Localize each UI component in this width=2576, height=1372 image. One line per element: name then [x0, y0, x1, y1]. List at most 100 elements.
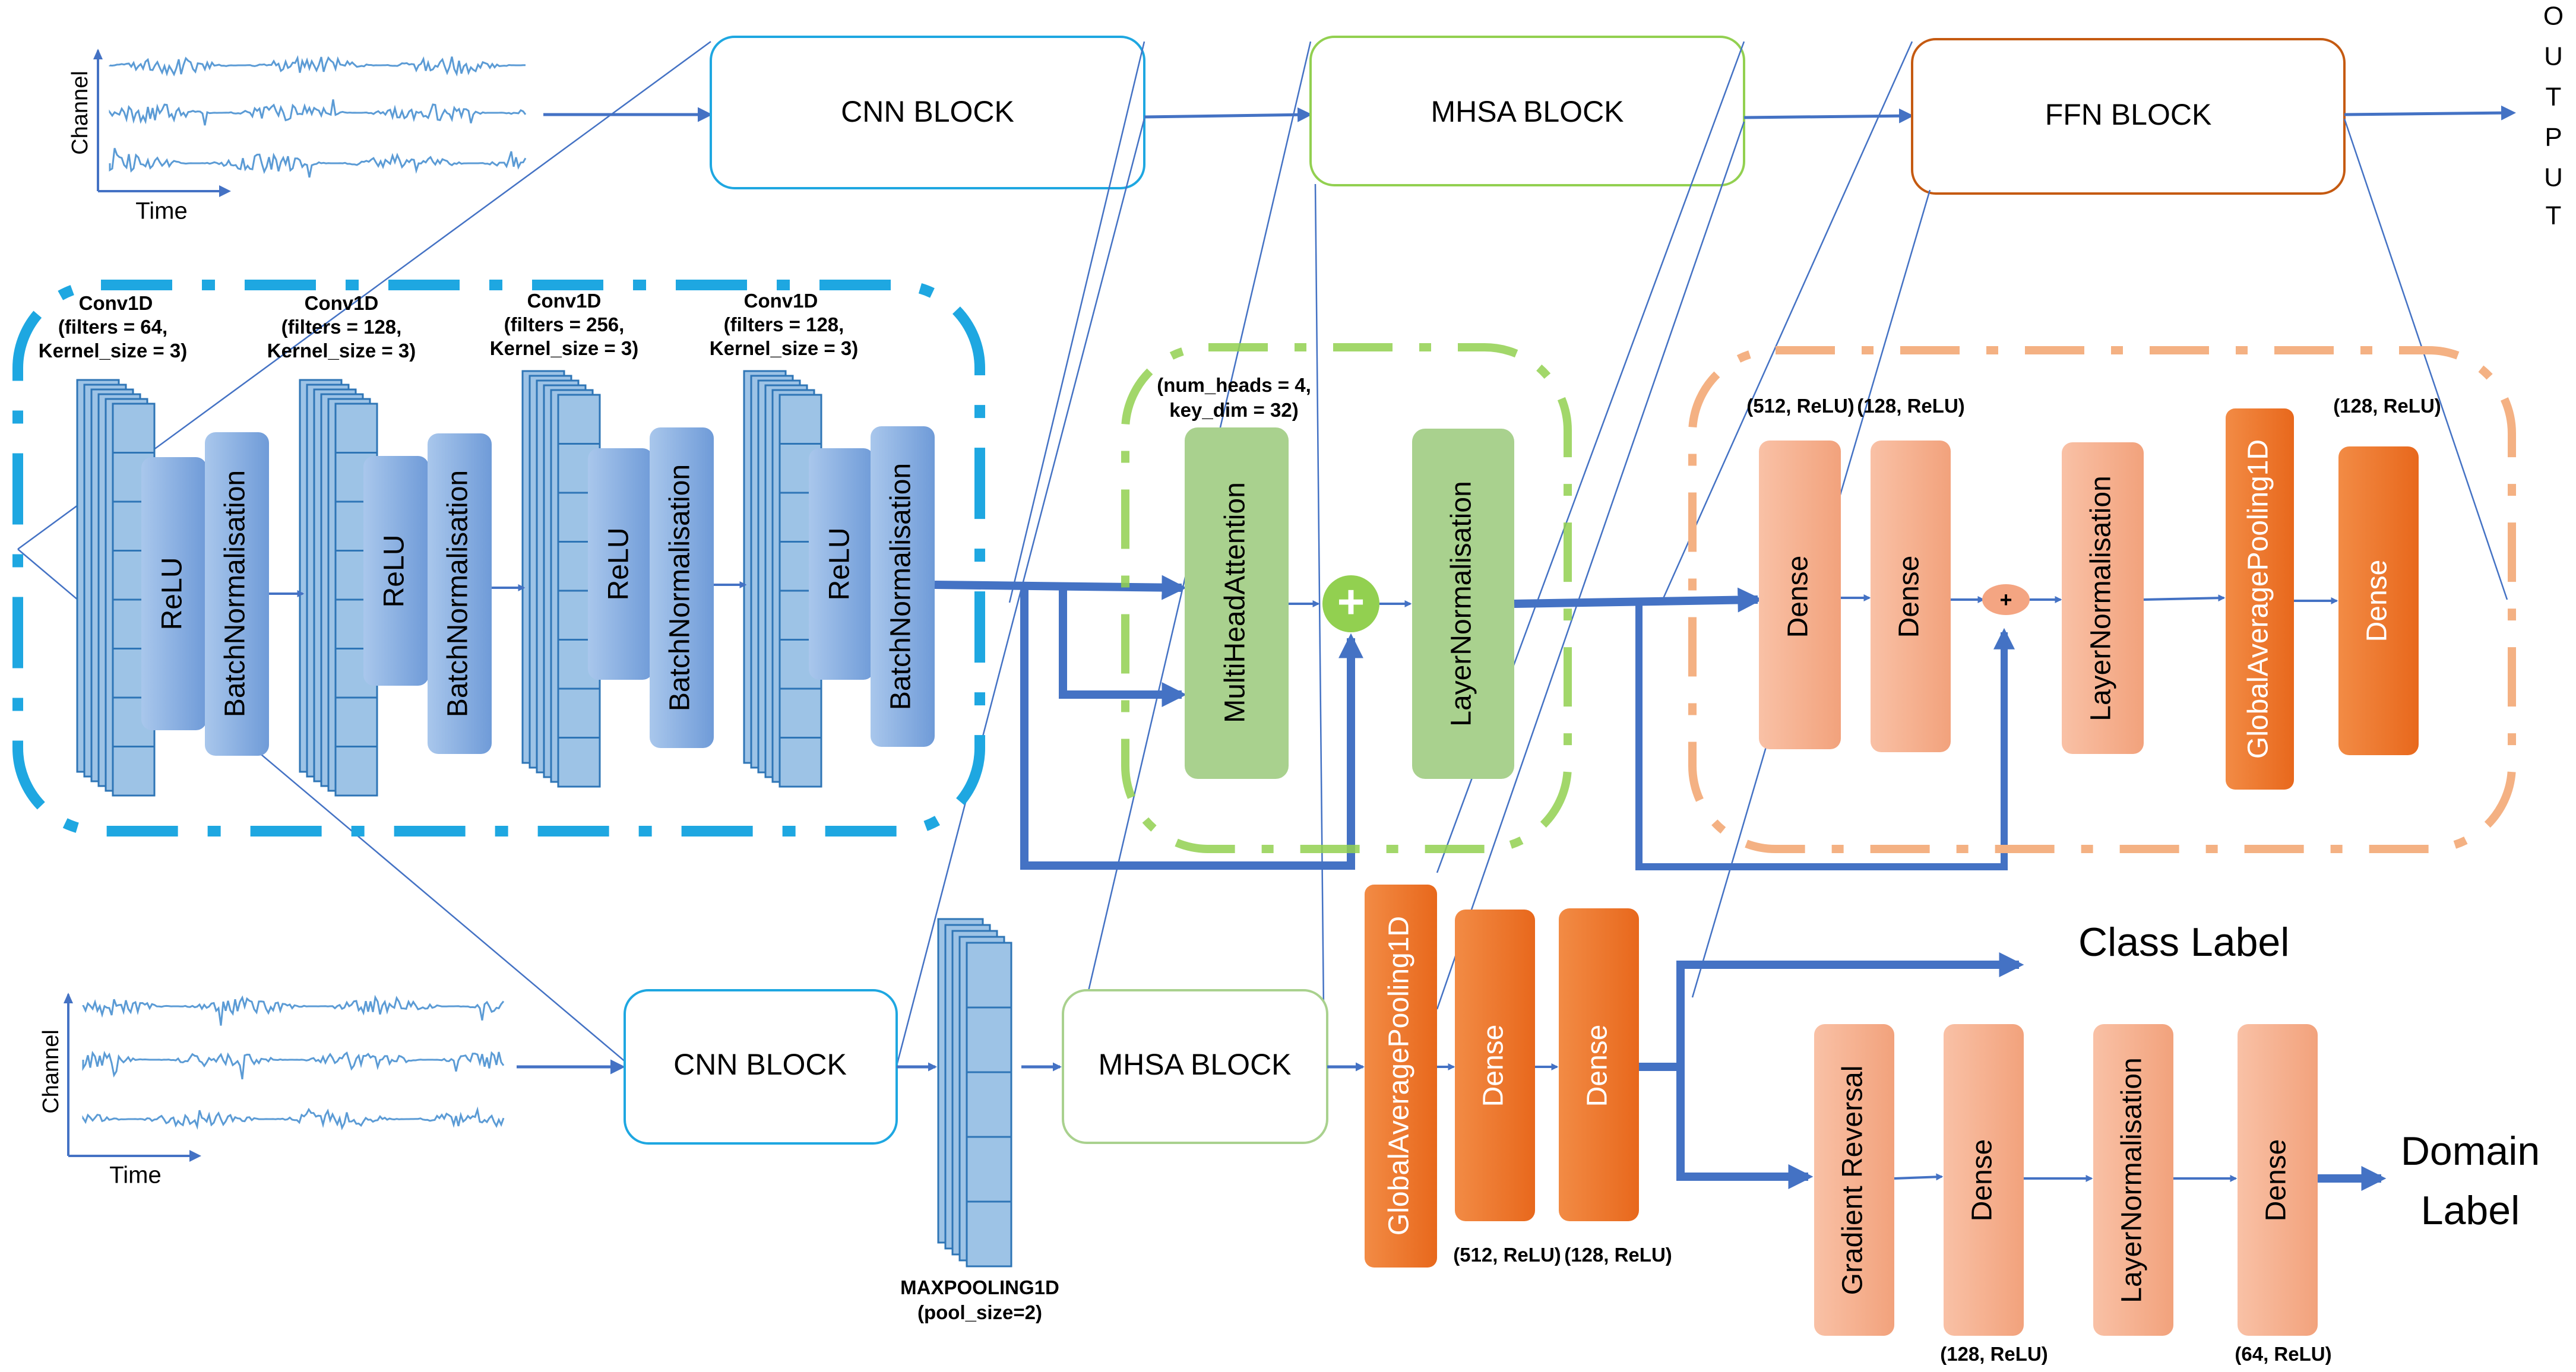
svg-text:LayerNormalisation: LayerNormalisation — [2116, 1057, 2148, 1303]
svg-text:Dense: Dense — [1582, 1025, 1613, 1107]
relu-2 — [363, 456, 429, 686]
axis-label-time-bottom: Time — [109, 1162, 161, 1189]
svg-text:LayerNormalisation: LayerNormalisation — [2086, 476, 2117, 721]
eeg-wave-6 — [82, 1106, 505, 1130]
add-node-ffn-plus: + — [1999, 588, 2012, 612]
conv3-l2: Kernel_size = 3) — [490, 337, 638, 359]
svg-text:MultiHeadAttention: MultiHeadAttention — [1220, 482, 1251, 723]
conv-stacks — [76, 370, 822, 797]
svg-text:Gradient Reversal: Gradient Reversal — [1837, 1066, 1869, 1295]
svg-text:T: T — [2546, 201, 2562, 230]
conv4-l1: (filters = 128, — [724, 313, 844, 335]
multihead-attention — [1185, 427, 1289, 779]
svg-text:ReLU: ReLU — [157, 557, 188, 630]
eeg-wave-1 — [109, 55, 526, 77]
conv1-l2: Kernel_size = 3) — [39, 340, 187, 362]
input-signal-top: Channel Time — [68, 49, 527, 224]
cnn-layer-labels: Conv1D (filters = 64, Kernel_size = 3) C… — [39, 290, 858, 362]
cnn-detail-frame — [12, 280, 985, 836]
svg-text:ReLU: ReLU — [603, 528, 635, 601]
cnn-block-top — [710, 36, 1145, 189]
cnn-relu-bn: ReLU BatchNormalisation ReLU BatchNormal… — [141, 426, 935, 756]
axis-label-time: Time — [135, 198, 187, 224]
cnn-to-mhsa-arrows — [934, 575, 1363, 870]
svg-text:Dense: Dense — [2362, 560, 2393, 642]
batchnorm-4 — [871, 426, 935, 747]
batchnorm-2 — [428, 433, 492, 754]
relu-1 — [141, 457, 207, 730]
mhsa-params-l2: key_dim = 32) — [1169, 399, 1298, 421]
svg-text:ReLU: ReLU — [379, 535, 410, 608]
axis-label-channel: Channel — [68, 71, 93, 155]
svg-text:BatchNormalisation: BatchNormalisation — [220, 470, 251, 717]
svg-text:Dense: Dense — [2261, 1139, 2292, 1222]
domain-dense-1 — [1944, 1024, 2024, 1336]
conv2-name: Conv1D — [305, 292, 379, 314]
ffn-gap — [2226, 408, 2294, 790]
ffn-dense1-params: (512, ReLU) — [1746, 395, 1855, 417]
mhsa-params-l1: (num_heads = 4, — [1157, 374, 1311, 396]
svg-text:U: U — [2544, 42, 2563, 71]
eeg-wave-4 — [82, 994, 505, 1026]
branch-arrows — [1639, 952, 2024, 1189]
bottom-dense-2 — [1559, 908, 1639, 1221]
ffn-block-top — [1911, 38, 2346, 195]
layernorm-mhsa — [1412, 429, 1514, 779]
svg-text:U: U — [2544, 163, 2563, 192]
class-label: Class Label — [2078, 920, 2289, 965]
svg-text:Dense: Dense — [1967, 1139, 1998, 1222]
mhsa-block-bottom-label: MHSA BLOCK — [1098, 1048, 1291, 1081]
conv4-l2: Kernel_size = 3) — [710, 337, 858, 359]
mhsa-block-top — [1309, 36, 1745, 186]
conv2-l1: (filters = 128, — [281, 316, 402, 338]
cnn-block-bottom-label: CNN BLOCK — [673, 1048, 847, 1081]
ffn-dense3-params: (128, ReLU) — [2333, 395, 2441, 417]
cnn-block-top-label: CNN BLOCK — [841, 95, 1014, 128]
svg-text:ReLU: ReLU — [824, 528, 856, 601]
mhsa-detail-frame — [1121, 343, 1572, 853]
svg-text:BatchNormalisation: BatchNormalisation — [442, 470, 474, 717]
add-node-ffn — [1982, 584, 2030, 615]
conv3-l1: (filters = 256, — [504, 313, 625, 335]
svg-text:Dense: Dense — [1478, 1025, 1509, 1107]
maxpool-label-l1: MAXPOOLING1D — [900, 1276, 1059, 1298]
domain-dense-2 — [2238, 1024, 2318, 1336]
mhsa-block-top-label: MHSA BLOCK — [1431, 95, 1624, 128]
svg-text:GlobalAveragePooling1D: GlobalAveragePooling1D — [2243, 439, 2274, 759]
svg-text:Dense: Dense — [1783, 556, 1814, 638]
svg-text:BatchNormalisation: BatchNormalisation — [664, 464, 696, 711]
gradient-reversal — [1814, 1024, 1894, 1336]
ffn-block-top-label: FFN BLOCK — [2045, 98, 2212, 131]
conv3-name: Conv1D — [527, 290, 602, 312]
maxpool-label-l2: (pool_size=2) — [917, 1301, 1042, 1323]
svg-text:O: O — [2543, 2, 2564, 31]
domain-label-l1: Domain — [2401, 1129, 2540, 1174]
domain-dense2-params: (64, ReLU) — [2235, 1343, 2331, 1365]
maxpool-map-5 — [966, 942, 1012, 1268]
add-node-mhsa — [1322, 575, 1379, 632]
maxpool-stack — [937, 918, 1012, 1268]
svg-text:LayerNormalisation: LayerNormalisation — [1446, 481, 1477, 727]
eeg-wave-5 — [82, 1050, 505, 1080]
ffn-dense2-params: (128, ReLU) — [1857, 395, 1965, 417]
input-signal-bottom: Channel Time — [39, 993, 505, 1189]
ffn-dense-1 — [1759, 441, 1841, 749]
batchnorm-1 — [205, 432, 269, 756]
conv2-l2: Kernel_size = 3) — [267, 340, 416, 362]
add-node-mhsa-plus: + — [1337, 575, 1365, 628]
output-label: O U T P U T — [2543, 2, 2564, 230]
svg-text:GlobalAveragePooling1D: GlobalAveragePooling1D — [1384, 916, 1415, 1235]
ffn-dense-2 — [1871, 441, 1951, 752]
domain-layernorm — [2093, 1024, 2173, 1336]
relu-3 — [588, 448, 653, 680]
bottom-dense-1 — [1455, 910, 1535, 1221]
conv1-name: Conv1D — [79, 292, 153, 314]
bottom-dense1-params: (512, ReLU) — [1453, 1244, 1561, 1266]
ffn-layernorm — [2062, 442, 2144, 754]
svg-text:BatchNormalisation: BatchNormalisation — [885, 463, 917, 710]
svg-text:Dense: Dense — [1894, 556, 1925, 638]
domain-dense1-params: (128, ReLU) — [1940, 1343, 2048, 1365]
conv1-l1: (filters = 64, — [58, 316, 167, 338]
relu-4 — [809, 448, 874, 680]
